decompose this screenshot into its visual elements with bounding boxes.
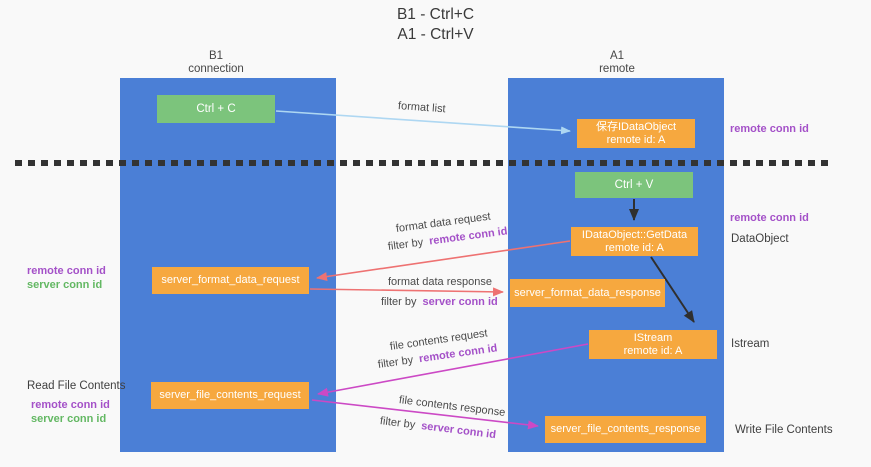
- lifeline-right-title: A1: [609, 50, 625, 62]
- node-file-response-label: server_file_contents_response: [550, 423, 701, 435]
- arrow-file-contents-request: [317, 343, 589, 397]
- node-getdata-line1: IDataObject::GetData: [581, 228, 688, 241]
- node-istream-line1: IStream: [633, 331, 673, 344]
- side-label-dataobject: DataObject: [731, 233, 789, 245]
- side-label-remote-conn-mid: remote conn id: [730, 212, 809, 224]
- node-format-response-label: server_format_data_response: [514, 286, 661, 299]
- node-server-file-contents-request: server_file_contents_request: [151, 382, 309, 409]
- arrow-format-list: [275, 110, 571, 135]
- arrow-getdata-to-istream: [650, 256, 695, 323]
- arrow-format-data-response: [309, 287, 504, 297]
- node-getdata-line2: remote id: A: [605, 241, 664, 254]
- diagram-title: B1 - Ctrl+C A1 - Ctrl+V: [300, 5, 571, 45]
- arrow-format-data-request: [316, 240, 571, 282]
- node-idataobject-getdata: IDataObject::GetData remote id: A: [571, 227, 698, 256]
- node-server-format-data-response: server_format_data_response: [510, 279, 665, 307]
- node-ctrl-v-label: Ctrl + V: [614, 178, 654, 191]
- lifeline-header-left: B1 connection: [156, 50, 276, 76]
- lifeline-left-subtitle: connection: [188, 63, 244, 75]
- edge-label-format-data-response: format data response: [388, 276, 492, 288]
- node-ctrl-c: Ctrl + C: [157, 95, 275, 123]
- node-save-idataobject: 保存IDataObject remote id: A: [577, 119, 695, 148]
- node-server-file-contents-response: server_file_contents_response: [545, 416, 706, 443]
- side-label-format-server-conn: server conn id: [27, 279, 103, 291]
- node-file-request-label: server_file_contents_request: [159, 389, 301, 401]
- edge-label-filter-server-1: filter by server conn id: [381, 296, 498, 308]
- filter-by-text: filter by: [381, 296, 417, 308]
- arrow-file-contents-response: [311, 399, 539, 430]
- node-server-format-data-request: server_format_data_request: [152, 267, 309, 294]
- node-save-idataobject-line2: remote id: A: [606, 133, 666, 146]
- dashed-separator: [15, 160, 833, 166]
- side-label-format-remote-conn: remote conn id: [27, 265, 106, 277]
- node-istream-line2: remote id: A: [623, 344, 683, 357]
- diagram-title-line1: B1 - Ctrl+C: [396, 6, 475, 23]
- lifeline-right-subtitle: remote: [599, 63, 635, 75]
- side-label-istream: Istream: [731, 338, 770, 350]
- side-label-read-file-contents: Read File Contents: [27, 380, 126, 392]
- node-istream: IStream remote id: A: [589, 330, 717, 359]
- node-save-idataobject-line1: 保存IDataObject: [595, 120, 677, 133]
- side-label-file-remote-conn: remote conn id: [31, 399, 110, 411]
- lifeline-header-right: A1 remote: [557, 50, 677, 76]
- node-ctrl-c-label: Ctrl + C: [196, 102, 236, 115]
- side-label-write-file-contents: Write File Contents: [735, 424, 833, 436]
- node-format-request-label: server_format_data_request: [161, 274, 300, 286]
- lifeline-left-title: B1: [208, 50, 224, 62]
- side-label-remote-conn-top: remote conn id: [730, 123, 809, 135]
- diagram-title-line2: A1 - Ctrl+V: [397, 26, 474, 43]
- node-ctrl-v: Ctrl + V: [575, 172, 693, 198]
- server-conn-id-text: server conn id: [422, 296, 498, 308]
- side-label-file-server-conn: server conn id: [31, 413, 107, 425]
